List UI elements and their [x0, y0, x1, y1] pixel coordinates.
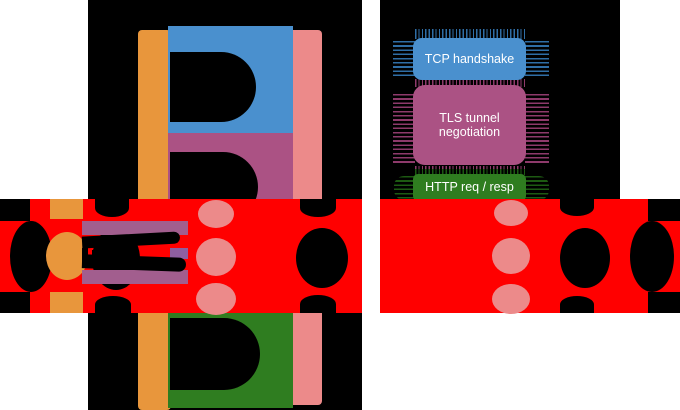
http-right-hatch-icon — [525, 176, 549, 200]
green-block-cutout — [170, 318, 260, 390]
node-tls-tunnel-negotiation[interactable]: TLS tunnel negotiation — [413, 85, 526, 165]
black-sliver — [92, 250, 106, 264]
red-band-notch — [648, 199, 680, 221]
tcp-left-hatch-icon — [393, 41, 415, 78]
red-band-notch — [10, 221, 52, 292]
red-band-notch — [300, 295, 336, 313]
red-band-notch — [296, 228, 348, 288]
red-band-notch — [95, 296, 131, 313]
salmon-blob — [196, 238, 236, 276]
salmon-blob — [196, 283, 236, 315]
node-tcp-handshake[interactable]: TCP handshake — [413, 38, 526, 80]
tls-right-hatch-icon — [525, 94, 549, 164]
red-band-notch — [95, 199, 129, 217]
orange-blob — [46, 232, 88, 280]
red-band-notch — [0, 292, 30, 313]
red-band-notch — [630, 221, 674, 292]
red-band-notch — [300, 199, 336, 217]
red-band-notch — [648, 292, 680, 313]
red-band-notch — [560, 228, 610, 288]
salmon-blob — [492, 238, 530, 274]
red-band-notch — [560, 296, 594, 313]
node-http-req-resp[interactable]: HTTP req / resp — [413, 174, 526, 201]
tls-bottom-hatch-icon — [415, 166, 525, 174]
node-tls-tunnel-negotiation-label: TLS tunnel negotiation — [438, 110, 501, 139]
salmon-blob — [492, 284, 530, 314]
red-band-notch — [0, 199, 30, 221]
violet-chip — [170, 248, 188, 259]
tls-left-hatch-icon — [393, 94, 415, 164]
magenta-sliver — [82, 270, 188, 284]
orange-blob — [50, 199, 83, 219]
node-http-req-resp-label: HTTP req / resp — [425, 180, 514, 195]
salmon-blob — [494, 200, 528, 226]
http-left-hatch-icon — [394, 176, 415, 200]
red-band-notch — [560, 199, 594, 216]
blue-block-cutout — [170, 52, 256, 122]
panel-gap-spacer — [362, 199, 380, 313]
black-sliver — [82, 248, 88, 264]
salmon-blob — [198, 200, 234, 228]
orange-blob — [50, 292, 83, 313]
node-tcp-handshake-label: TCP handshake — [424, 51, 515, 66]
tcp-right-hatch-icon — [525, 41, 549, 78]
